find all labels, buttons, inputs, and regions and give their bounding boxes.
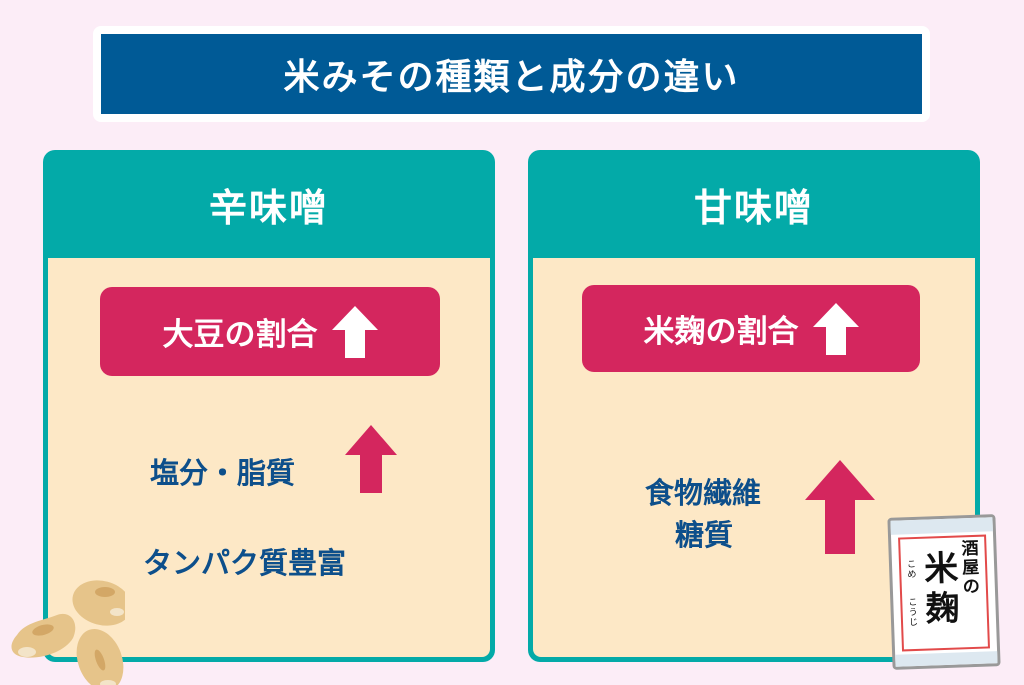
ratio-label: 大豆の割合 <box>162 317 318 353</box>
ratio-badge-soybean: 大豆の割合 <box>100 287 440 376</box>
page-title: 米みその種類と成分の違い <box>101 34 922 114</box>
ratio-label: 米麹の割合 <box>643 314 799 350</box>
arrow-up-icon <box>805 460 875 554</box>
arrow-up-icon <box>345 425 397 493</box>
bag-seal <box>895 651 998 667</box>
koji-bag-illustration: 酒屋の 米麹 こめ こうじ <box>887 514 1001 670</box>
panel-heading: 辛味噌 <box>208 185 329 230</box>
bag-brand: 酒屋の <box>961 538 981 598</box>
ratio-badge-koji: 米麹の割合 <box>582 285 920 372</box>
nutrient-salt-fat: 塩分・脂質 <box>150 456 296 490</box>
arrow-up-icon <box>331 305 378 358</box>
nutrient-fiber: 食物繊維 <box>645 476 762 510</box>
nutrient-sugar: 糖質 <box>675 518 734 552</box>
bag-name: 米麹 <box>923 548 961 630</box>
bag-seal <box>890 517 993 535</box>
bag-ruby-kome: こめ <box>906 559 917 581</box>
bag-ruby-kouji: こうじ <box>908 597 919 629</box>
arrow-up-icon <box>812 302 859 355</box>
panel-heading: 甘味噌 <box>693 185 814 230</box>
nutrient-protein: タンパク質豊富 <box>143 546 347 580</box>
soybeans-illustration <box>11 580 125 685</box>
